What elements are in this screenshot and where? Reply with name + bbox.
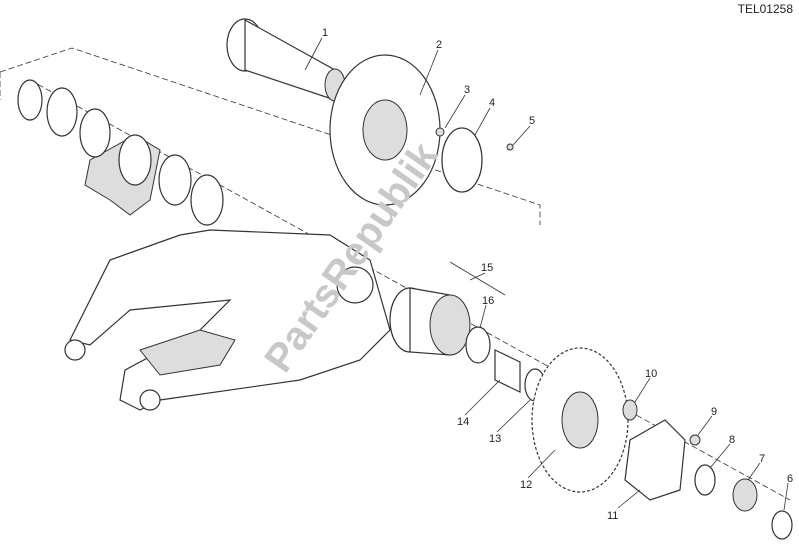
washer-8 bbox=[694, 464, 716, 496]
disc-bolt bbox=[435, 127, 445, 137]
sprocket-flange-11 bbox=[624, 419, 686, 501]
leader-lines bbox=[304, 37, 789, 511]
rear-sprocket bbox=[531, 347, 629, 493]
bearing-rings bbox=[17, 79, 224, 226]
callout-16: 16 bbox=[482, 295, 494, 307]
callout-10: 10 bbox=[645, 368, 657, 380]
callout-1: 1 bbox=[322, 27, 328, 39]
callout-15: 15 bbox=[481, 262, 493, 274]
assembly-guide-frame bbox=[0, 47, 541, 225]
callout-7: 7 bbox=[759, 453, 765, 465]
nut-7 bbox=[732, 478, 758, 512]
callout-3: 3 bbox=[464, 84, 470, 96]
sprocket-carrier bbox=[389, 287, 471, 356]
callout-5: 5 bbox=[529, 115, 535, 127]
brake-disc bbox=[329, 54, 441, 206]
callout-12: 12 bbox=[520, 479, 532, 491]
callout-4: 4 bbox=[489, 97, 495, 109]
bushing-10 bbox=[622, 399, 638, 421]
callout-9: 9 bbox=[711, 406, 717, 418]
callout-6: 6 bbox=[787, 473, 793, 485]
diagram-code: TEL01258 bbox=[737, 2, 793, 16]
callout-11: 11 bbox=[607, 510, 618, 522]
tone-wheel-screw bbox=[506, 143, 514, 151]
pin-15 bbox=[449, 261, 506, 296]
spacer-14 bbox=[494, 349, 521, 393]
swingarm bbox=[64, 229, 391, 411]
seal-16 bbox=[465, 326, 491, 364]
callout-2: 2 bbox=[436, 39, 442, 51]
callout-8: 8 bbox=[729, 434, 735, 446]
callout-13: 13 bbox=[489, 433, 501, 445]
callout-labels: 1 2 3 4 5 6 7 8 9 10 11 12 13 14 15 16 bbox=[322, 27, 793, 522]
tone-wheel bbox=[441, 127, 483, 193]
nut-9 bbox=[689, 434, 701, 446]
callout-14: 14 bbox=[457, 416, 469, 428]
circlip-6 bbox=[771, 510, 793, 540]
